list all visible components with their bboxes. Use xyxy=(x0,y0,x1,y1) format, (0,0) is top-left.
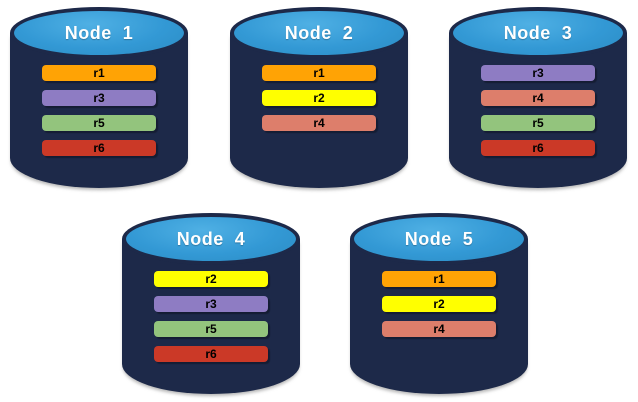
replica-list: r2 r3 r5 r6 xyxy=(122,271,300,362)
replica-bar-r5: r5 xyxy=(42,115,156,131)
replica-bar-r3: r3 xyxy=(154,296,268,312)
cylinder-top: Node 4 xyxy=(122,213,300,265)
replica-bar-r4: r4 xyxy=(382,321,496,337)
database-node-2: Node 2 r1 r2 r4 xyxy=(230,7,408,188)
database-node-3: Node 3 r3 r4 r5 r6 xyxy=(449,7,627,188)
replica-bar-r2: r2 xyxy=(262,90,376,106)
replica-bar-r1: r1 xyxy=(382,271,496,287)
replica-list: r3 r4 r5 r6 xyxy=(449,65,627,156)
replica-bar-r2: r2 xyxy=(382,296,496,312)
node-label: Node 1 xyxy=(64,22,134,43)
replica-bar-r5: r5 xyxy=(481,115,595,131)
replica-bar-r4: r4 xyxy=(262,115,376,131)
replica-list: r1 r3 r5 r6 xyxy=(10,65,188,156)
replica-bar-r3: r3 xyxy=(481,65,595,81)
replica-bar-r2: r2 xyxy=(154,271,268,287)
replica-bar-r6: r6 xyxy=(42,140,156,156)
replica-bar-r5: r5 xyxy=(154,321,268,337)
node-label: Node 3 xyxy=(503,22,573,43)
replica-bar-r3: r3 xyxy=(42,90,156,106)
cylinder-top: Node 2 xyxy=(230,7,408,59)
replica-bar-r6: r6 xyxy=(154,346,268,362)
cylinder-top: Node 5 xyxy=(350,213,528,265)
database-node-4: Node 4 r2 r3 r5 r6 xyxy=(122,213,300,394)
database-node-1: Node 1 r1 r3 r5 r6 xyxy=(10,7,188,188)
node-label: Node 4 xyxy=(176,228,246,249)
replica-bar-r4: r4 xyxy=(481,90,595,106)
database-node-5: Node 5 r1 r2 r4 xyxy=(350,213,528,394)
node-label: Node 2 xyxy=(284,22,354,43)
replica-bar-r1: r1 xyxy=(42,65,156,81)
replica-bar-r1: r1 xyxy=(262,65,376,81)
cylinder-top: Node 3 xyxy=(449,7,627,59)
replica-bar-r6: r6 xyxy=(481,140,595,156)
node-label: Node 5 xyxy=(404,228,474,249)
replica-list: r1 r2 r4 xyxy=(230,65,408,131)
cylinder-top: Node 1 xyxy=(10,7,188,59)
replica-list: r1 r2 r4 xyxy=(350,271,528,337)
